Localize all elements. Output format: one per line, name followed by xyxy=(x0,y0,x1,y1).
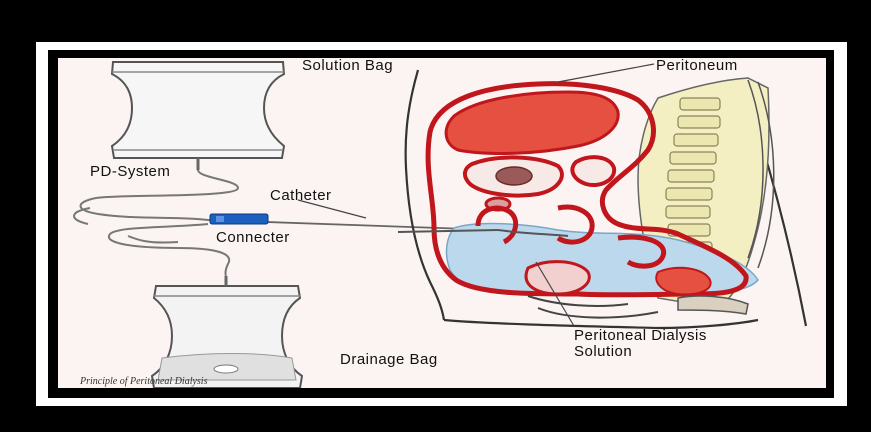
label-drainage-bag: Drainage Bag xyxy=(340,351,438,368)
label-pd-system: PD-System xyxy=(90,163,170,180)
label-peritoneum: Peritoneum xyxy=(656,58,738,74)
diagram-canvas: Solution Bag Peritoneum PD-System Cathet… xyxy=(58,58,826,388)
label-pd-solution-line1: Peritoneal Dialysis xyxy=(574,327,707,344)
label-solution-bag: Solution Bag xyxy=(302,58,393,74)
connector-highlight xyxy=(216,216,224,222)
drainage-bag xyxy=(152,276,302,388)
label-catheter: Catheter xyxy=(270,187,332,204)
solution-bag xyxy=(112,62,284,170)
label-pd-solution-line2: Solution xyxy=(574,343,632,360)
figure-caption: Principle of Peritoneal Dialysis xyxy=(79,376,208,387)
pd-diagram: Solution Bag Peritoneum PD-System Cathet… xyxy=(58,58,826,388)
label-connecter: Connecter xyxy=(216,229,290,246)
